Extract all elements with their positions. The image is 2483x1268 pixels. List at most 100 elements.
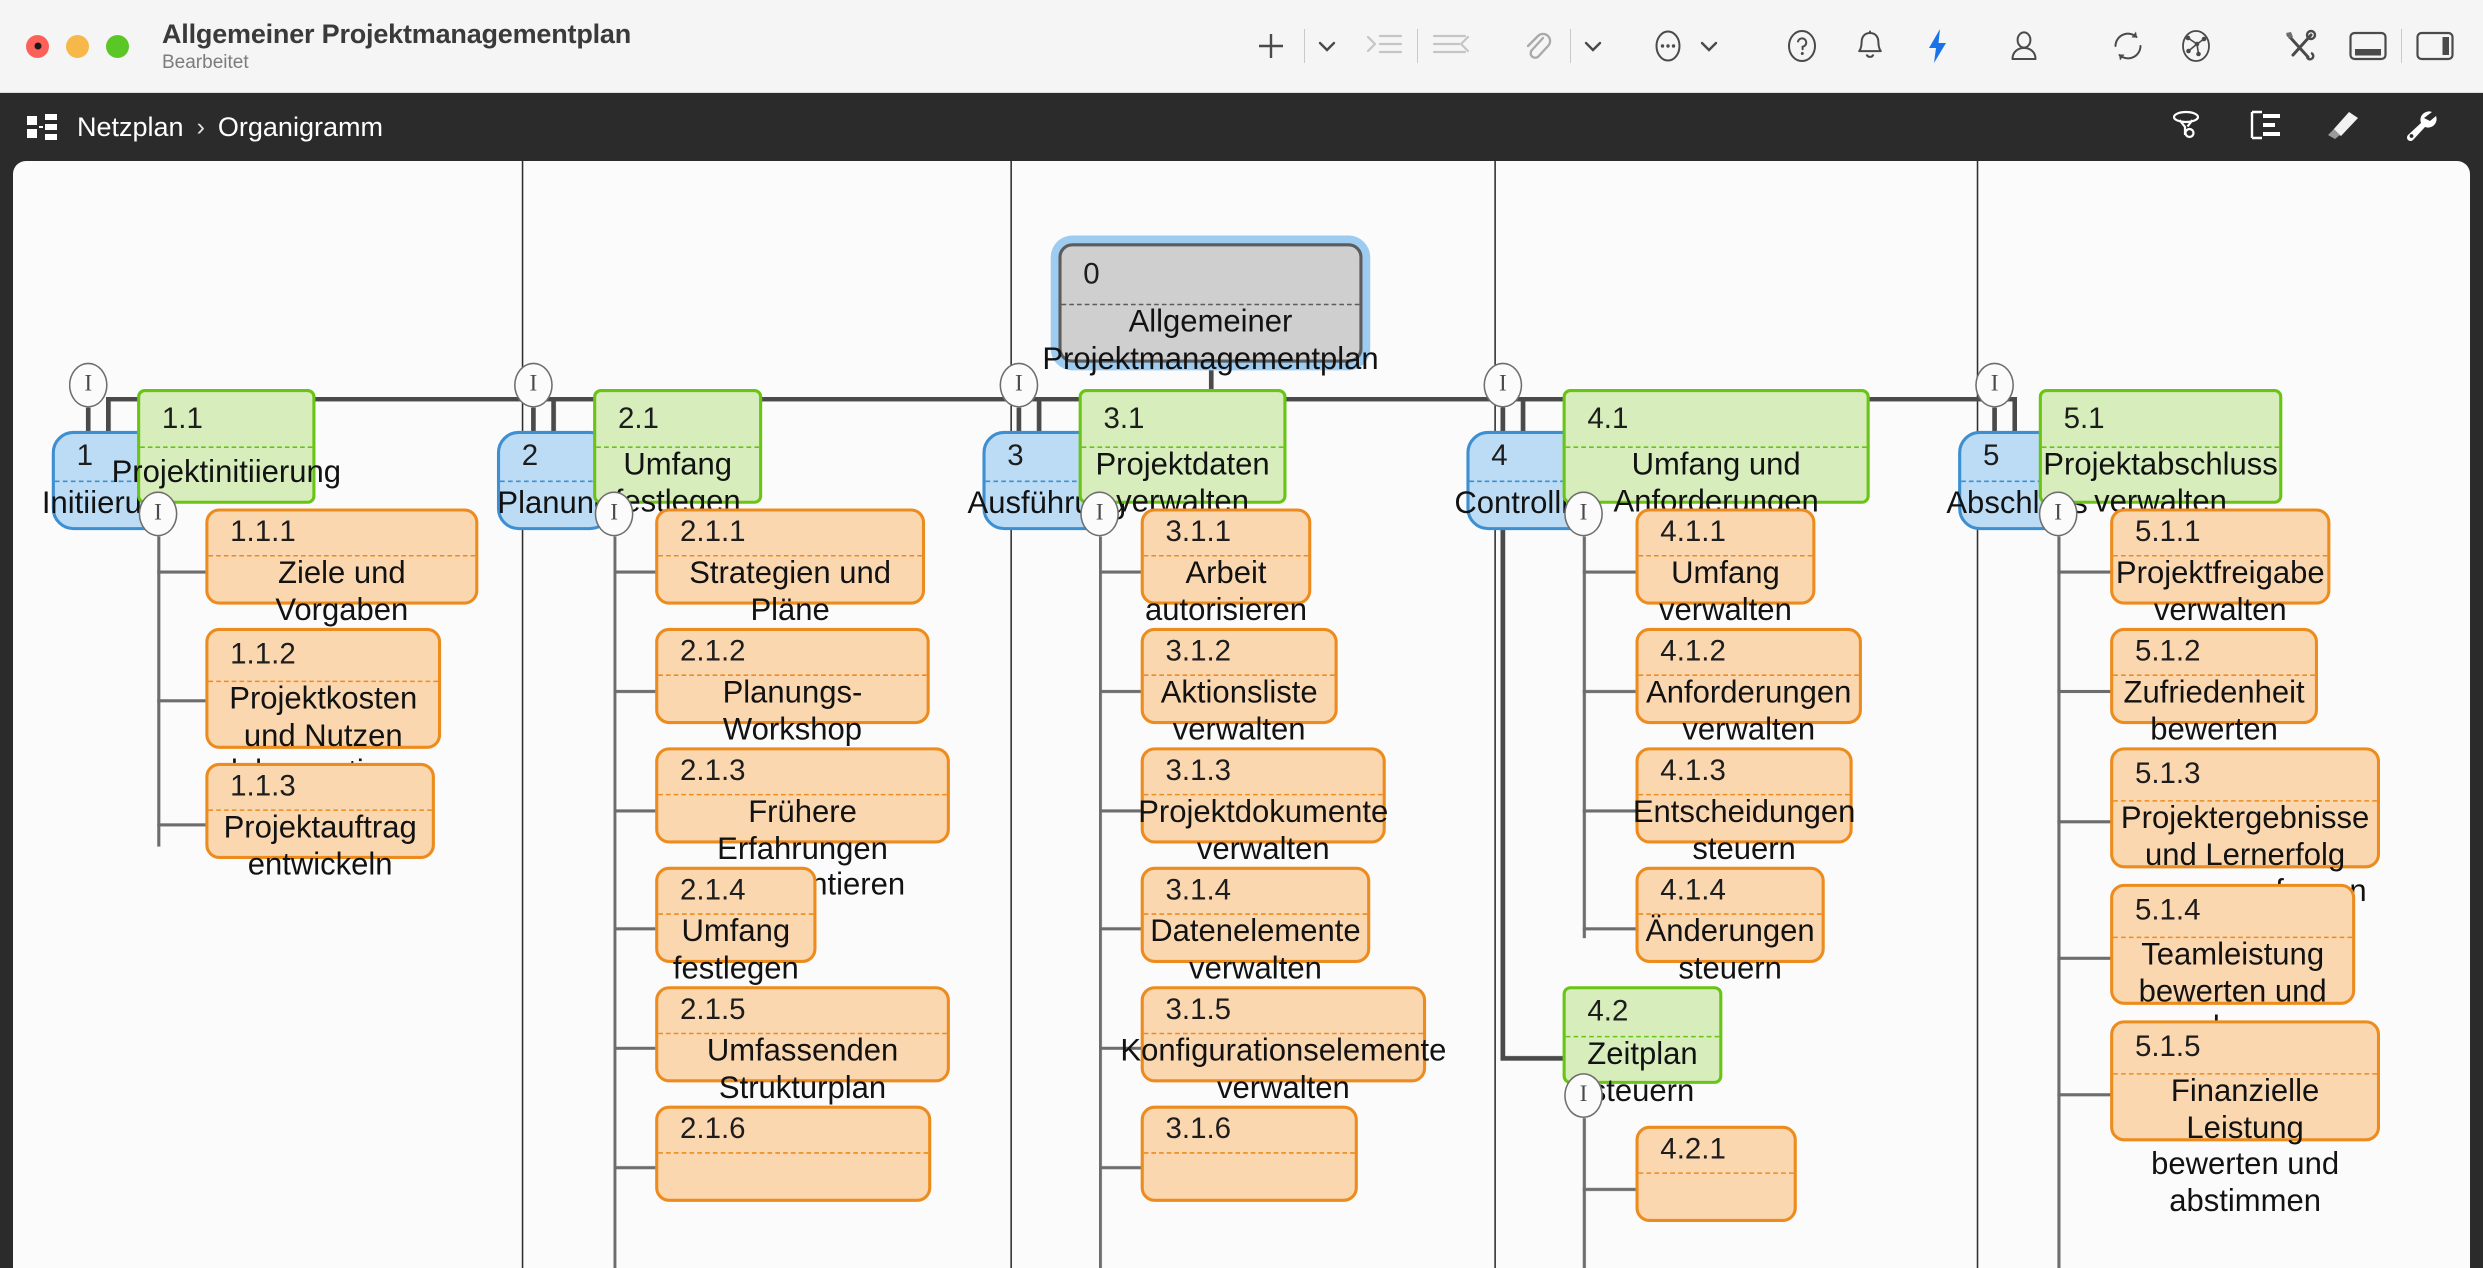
edge-5-1-5 [2057, 1093, 2114, 1096]
node-5-1-3[interactable]: 5.1.3 Projektergebnisse und Lernerfolg z… [2110, 747, 2381, 909]
wrench-settings-icon[interactable] [2403, 109, 2437, 146]
minimize-button[interactable] [66, 34, 89, 58]
attachment-dropdown-chevron-icon[interactable] [1578, 20, 1608, 72]
edge-3-1-2 [1098, 689, 1144, 693]
diagram-canvas[interactable]: 0 Allgemeiner Projektmanagementplan 1 In… [13, 161, 2470, 1268]
outdent-left-icon[interactable] [1425, 20, 1477, 72]
node-2-1-1[interactable]: 2.1.1 Strategien und Pläne entwickeln [655, 508, 926, 664]
node-3-1-title: Projektdaten verwalten [1095, 447, 1270, 519]
collapse-toggle-4-1[interactable]: I [1564, 491, 1603, 537]
node-4-1-1-title: Umfang verwalten [1659, 556, 1792, 628]
node-3-1-5[interactable]: 3.1.5 Konfigurationselemente verwalten [1120, 986, 1446, 1105]
edge-3-1-3 [1098, 809, 1144, 812]
collapse-toggle-2-1[interactable]: I [594, 491, 634, 537]
node-0[interactable]: 0 Allgemeiner Projektmanagementplan [1042, 243, 1379, 376]
user-profile-icon[interactable] [1998, 20, 2050, 72]
node-4-id: 4 [1469, 434, 1588, 483]
filter-funnel-icon[interactable] [2171, 108, 2207, 147]
collapse-toggle-1[interactable]: I [68, 362, 108, 408]
node-5-1-1[interactable]: 5.1.1 Projektfreigabe verwalten [2110, 508, 2331, 627]
node-4-1-2[interactable]: 4.1.2 Anforderungen verwalten [1635, 627, 1862, 747]
node-2-1-3[interactable]: 2.1.3 Frühere Erfahrungen dokumentieren [655, 747, 950, 903]
more-dropdown-chevron-icon[interactable] [1694, 20, 1724, 72]
node-3-id: 3 [985, 434, 1109, 483]
node-0-title: Allgemeiner Projektmanagementplan [1042, 305, 1379, 376]
edge-4-1-2 [1582, 689, 1639, 693]
node-4-2[interactable]: 4.2 Zeitplan steuern [1562, 986, 1723, 1108]
flash-lightning-icon[interactable] [1912, 20, 1964, 72]
node-5-1[interactable]: 5.1 Projektabschluss verwalten [2038, 389, 2283, 519]
node-4-1[interactable]: 4.1 Umfang und Anforderungen verwalten [1562, 389, 1870, 555]
node-3-1-2-title: Aktionsliste verwalten [1160, 675, 1318, 747]
node-4-1-1[interactable]: 4.1.1 Umfang verwalten [1635, 508, 1816, 627]
share-network-icon[interactable] [2170, 20, 2222, 72]
right-panel-toggle-icon[interactable] [2409, 20, 2461, 72]
node-5-1-4[interactable]: 5.1.4 Teamleistung bewerten und anerkenn… [2110, 883, 2356, 1045]
node-2-title: Planung [497, 486, 612, 521]
breadcrumb-actions [2171, 108, 2437, 147]
edge-2-1-2 [613, 689, 659, 693]
node-2-1-6[interactable]: 2.1.6 [655, 1105, 932, 1202]
collapse-toggle-3-1[interactable]: I [1080, 491, 1119, 537]
collapse-toggle-4[interactable]: I [1483, 362, 1523, 408]
edge-3-1-5 [1098, 1046, 1144, 1050]
zoom-button[interactable] [106, 34, 129, 58]
outline-list-icon[interactable] [2249, 109, 2283, 146]
add-icon[interactable] [1245, 20, 1297, 72]
bottom-panel-toggle-icon[interactable] [2342, 20, 2394, 72]
node-5-1-5[interactable]: 5.1.5 Finanzielle Leistung bewerten und … [2110, 1020, 2381, 1219]
node-2-1-5[interactable]: 2.1.5 Umfassenden Strukturplan erstellen [655, 986, 950, 1142]
node-5-1-5-title: Finanzielle Leistung bewerten und abstim… [2151, 1074, 2340, 1219]
edge-2-1-1 [613, 570, 659, 573]
node-5-1-5-id: 5.1.5 [2113, 1023, 2377, 1075]
node-4-1-2-title: Anforderungen verwalten [1646, 675, 1852, 747]
node-3-1[interactable]: 3.1 Projektdaten verwalten [1078, 389, 1287, 519]
node-1-1-1[interactable]: 1.1.1 Ziele und Vorgaben identifizieren [205, 508, 479, 664]
edge-4-1-spine [1582, 536, 1586, 939]
node-3-1-6[interactable]: 3.1.6 [1140, 1105, 1358, 1202]
edge-drop-2 [551, 396, 556, 434]
collapse-toggle-4-2[interactable]: I [1564, 1073, 1603, 1119]
node-5-1-2[interactable]: 5.1.2 Zufriedenheit bewerten [2110, 627, 2318, 747]
node-2-1-2[interactable]: 2.1.2 Planungs-Workshop durchführen [655, 627, 930, 783]
node-4-1-3[interactable]: 4.1.3 Entscheidungen steuern [1633, 747, 1855, 866]
node-2-1-4[interactable]: 2.1.4 Umfang festlegen [655, 866, 817, 986]
breadcrumb-root[interactable]: Netzplan [77, 111, 184, 142]
sync-refresh-icon[interactable] [2102, 20, 2154, 72]
breadcrumb: Netzplan › Organigramm [77, 112, 383, 143]
node-5-1-4-id: 5.1.4 [2113, 887, 2353, 939]
node-0-id: 0 [1061, 246, 1360, 306]
document-status: Bearbeitet [162, 51, 249, 73]
node-2-1-2-id: 2.1.2 [658, 631, 927, 676]
notifications-bell-icon[interactable] [1844, 20, 1896, 72]
node-3-1-1[interactable]: 3.1.1 Arbeit autorisieren [1140, 508, 1312, 627]
collapse-toggle-5[interactable]: I [1975, 362, 2014, 408]
add-dropdown-chevron-icon[interactable] [1312, 20, 1342, 72]
node-1-1-2[interactable]: 1.1.2 Projektkosten und Nutzen dokumenti… [205, 627, 442, 790]
collapse-toggle-2[interactable]: I [514, 362, 553, 408]
node-1-1-3[interactable]: 1.1.3 Projektauftrag entwickeln [205, 762, 435, 882]
attachment-paperclip-icon[interactable] [1511, 20, 1563, 72]
breadcrumb-separator-icon: › [196, 112, 205, 141]
node-2[interactable]: 2 Planung [496, 430, 612, 531]
node-4-2-1[interactable]: 4.2.1 [1635, 1125, 1797, 1222]
node-2-id: 2 [500, 434, 609, 483]
node-1-1-1-id: 1.1.1 [208, 512, 476, 557]
node-2-1[interactable]: 2.1 Umfang festlegen [593, 389, 763, 519]
window-title-bar: Allgemeiner Projektmanagementplan Bearbe… [0, 0, 2483, 93]
node-1-1[interactable]: 1.1 Projektinitiierung [112, 389, 341, 504]
close-button[interactable] [26, 34, 49, 58]
node-3-1-4[interactable]: 3.1.4 Datenelemente verwalten [1140, 866, 1371, 986]
collapse-toggle-1-1[interactable]: I [138, 491, 178, 537]
more-ellipsis-icon[interactable] [1642, 20, 1694, 72]
tools-wrench-icon[interactable] [2274, 20, 2326, 72]
node-4-1-4[interactable]: 4.1.4 Änderungen steuern [1635, 866, 1825, 986]
node-3-1-2[interactable]: 3.1.2 Aktionsliste verwalten [1140, 627, 1338, 747]
collapse-toggle-5-1[interactable]: I [2038, 491, 2078, 537]
indent-right-icon[interactable] [1358, 20, 1410, 72]
breadcrumb-current[interactable]: Organigramm [217, 111, 383, 142]
help-question-icon[interactable] [1776, 20, 1828, 72]
collapse-toggle-3[interactable]: I [999, 362, 1039, 408]
paintbrush-icon[interactable] [2325, 109, 2361, 146]
node-3-1-3[interactable]: 3.1.3 Projektdokumente verwalten [1138, 747, 1388, 866]
